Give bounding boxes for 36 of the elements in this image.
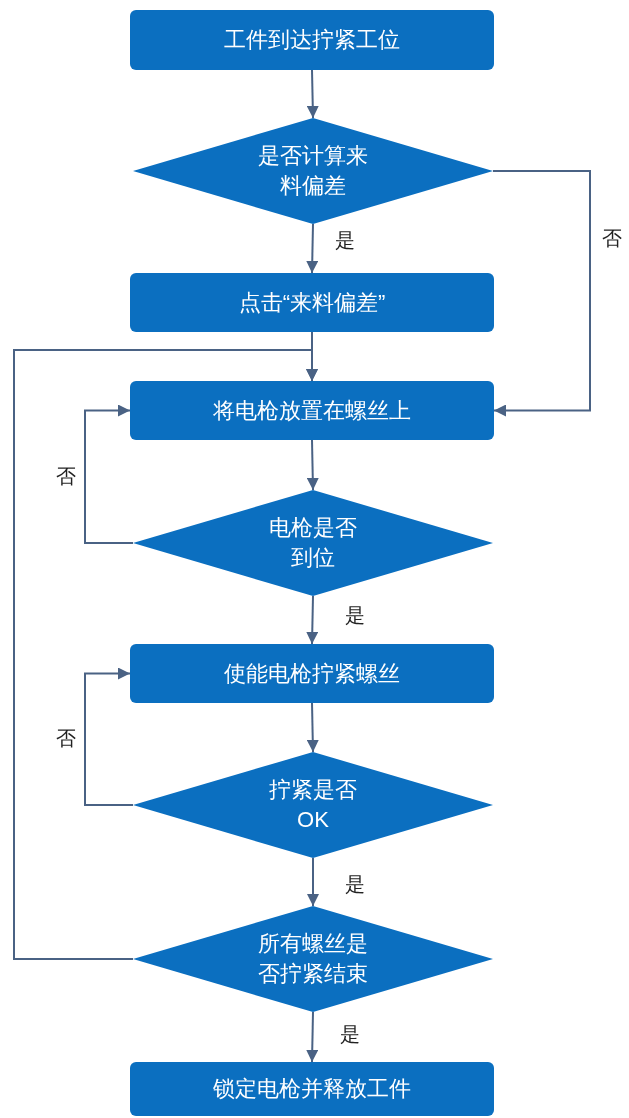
node-label: 是否计算来料偏差 <box>257 142 369 200</box>
arrow <box>84 404 134 544</box>
arrow <box>13 349 318 960</box>
decision-diamond <box>133 490 493 596</box>
node-label: 将电枪放置在螺丝上 <box>212 396 412 425</box>
edge-label: 是 <box>345 605 365 625</box>
arrow <box>306 595 319 645</box>
edge-label: 是 <box>345 874 365 894</box>
edge-label: 是 <box>335 230 355 250</box>
arrow <box>306 223 319 274</box>
arrow <box>307 857 319 907</box>
decision-diamond <box>133 906 493 1012</box>
node-label: 锁定电枪并释放工件 <box>212 1075 412 1103</box>
arrow <box>84 667 134 806</box>
node-label: 点击“来料偏差” <box>237 288 387 317</box>
edge-label: 否 <box>602 228 622 248</box>
process-box <box>130 381 494 440</box>
edge-label: 否 <box>56 728 76 748</box>
arrow <box>306 702 319 753</box>
arrow <box>306 439 319 491</box>
node-label: 所有螺丝是否拧紧结束 <box>257 930 369 988</box>
process-box <box>130 273 494 332</box>
decision-diamond <box>133 118 493 224</box>
arrow <box>492 170 591 417</box>
process-box <box>130 644 494 703</box>
node-label: 拧紧是否OK <box>268 776 358 834</box>
arrow <box>306 1011 319 1063</box>
node-label: 工件到达拧紧工位 <box>223 26 401 54</box>
process-box <box>130 10 494 70</box>
decision-diamond <box>133 752 493 858</box>
node-label: 使能电枪拧紧螺丝 <box>223 659 401 688</box>
process-box <box>130 1062 494 1116</box>
edge-label: 是 <box>340 1024 360 1044</box>
arrow <box>306 69 319 119</box>
node-label: 电枪是否到位 <box>268 514 358 572</box>
edge-label: 否 <box>56 466 76 486</box>
